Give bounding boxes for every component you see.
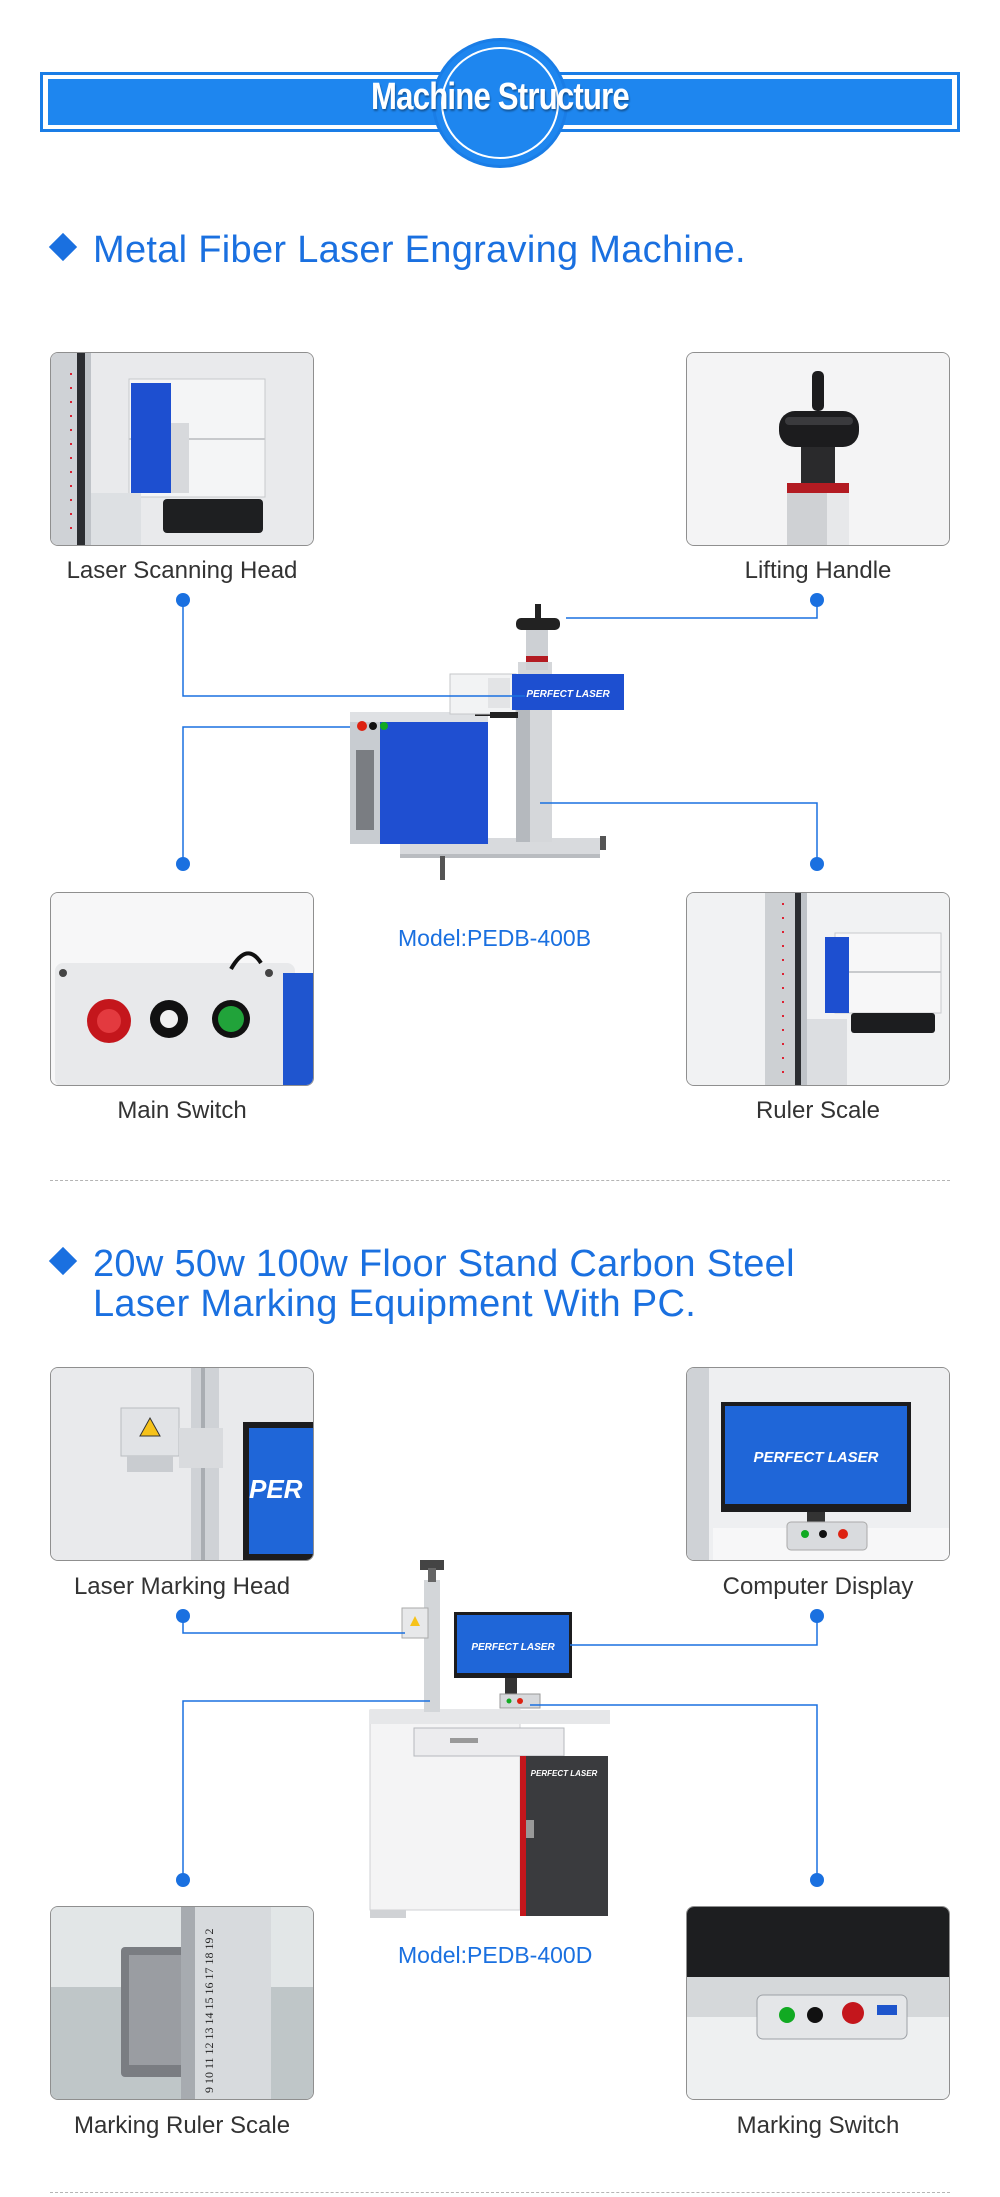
lifting-handle-photo [686, 352, 950, 546]
ruler-column-icon: 9 10 11 12 13 14 15 16 17 18 19 2 [51, 1907, 313, 2099]
section2-title-line2: Laser Marking Equipment With PC. [93, 1283, 697, 1325]
ruler-tick-numbers: 9 10 11 12 13 14 15 16 17 18 19 2 [202, 1928, 216, 2093]
monitor-brand-text: PERFECT LASER [471, 1642, 555, 1653]
connector-line [570, 1616, 818, 1646]
monitor-brand-fragment: PER [249, 1474, 303, 1504]
connector-line [182, 726, 350, 864]
connector-line [182, 1616, 405, 1634]
connector-dot [810, 1609, 824, 1623]
model-label-pedb-400b: Model:PEDB-400B [398, 925, 592, 951]
model-label-pedb-400d: Model:PEDB-400D [398, 1942, 593, 1968]
laser-marking-head-photo: PER [50, 1367, 314, 1561]
connector-line [182, 600, 525, 697]
main-switch-photo [50, 892, 314, 1086]
connector-dot [810, 857, 824, 871]
laser-scanning-head-photo [50, 352, 314, 546]
marking-ruler-scale-label: Marking Ruler Scale [73, 2112, 291, 2139]
machine1-brand-text: PERFECT LASER [526, 689, 610, 700]
main-switch-label: Main Switch [117, 1097, 247, 1124]
computer-display-label: Computer Display [722, 1573, 914, 1600]
ruler-column-icon [687, 893, 949, 1085]
monitor-brand-text: PERFECT LASER [753, 1449, 878, 1466]
connector-line [530, 1704, 818, 1880]
scanning-head-icon [51, 353, 313, 545]
fiber-laser-machine-image: PERFECT LASER [350, 604, 624, 880]
connector-dot [176, 593, 190, 607]
marking-head-icon: PER [51, 1368, 313, 1560]
section-divider [50, 1180, 950, 1181]
marking-switch-photo [686, 1906, 950, 2100]
computer-display-photo: PERFECT LASER [686, 1367, 950, 1561]
connector-dot [176, 1609, 190, 1623]
connector-dot [176, 1873, 190, 1887]
lifting-handle-label: Lifting Handle [744, 557, 892, 584]
connector-line [182, 1700, 430, 1880]
marking-switch-label: Marking Switch [736, 2112, 900, 2139]
laser-scanning-head-label: Laser Scanning Head [66, 557, 298, 584]
section-divider [50, 2192, 950, 2193]
lifting-handle-icon [687, 353, 949, 545]
monitor-icon: PERFECT LASER [687, 1368, 949, 1560]
connector-line [566, 600, 818, 619]
banner-circle-ring [441, 47, 559, 159]
connector-dot [810, 1873, 824, 1887]
floor-stand-laser-machine-image: PERFECT LASER PERFECT LASER [369, 1560, 610, 1918]
marking-ruler-scale-photo: 9 10 11 12 13 14 15 16 17 18 19 2 [50, 1906, 314, 2100]
switch-panel-icon [687, 1907, 949, 2099]
ruler-scale-label: Ruler Scale [755, 1097, 881, 1124]
connector-dot [810, 593, 824, 607]
page-title: Machine Structure [371, 76, 630, 118]
section1-title: Metal Fiber Laser Engraving Machine. [93, 229, 746, 271]
laser-marking-head-label: Laser Marking Head [73, 1573, 291, 1600]
switch-panel-icon [51, 893, 313, 1085]
connector-line [540, 802, 818, 864]
ruler-scale-photo [686, 892, 950, 1086]
cabinet-brand-text: PERFECT LASER [531, 1769, 598, 1778]
section2-title-line1: 20w 50w 100w Floor Stand Carbon Steel [93, 1243, 795, 1285]
connector-dot [176, 857, 190, 871]
